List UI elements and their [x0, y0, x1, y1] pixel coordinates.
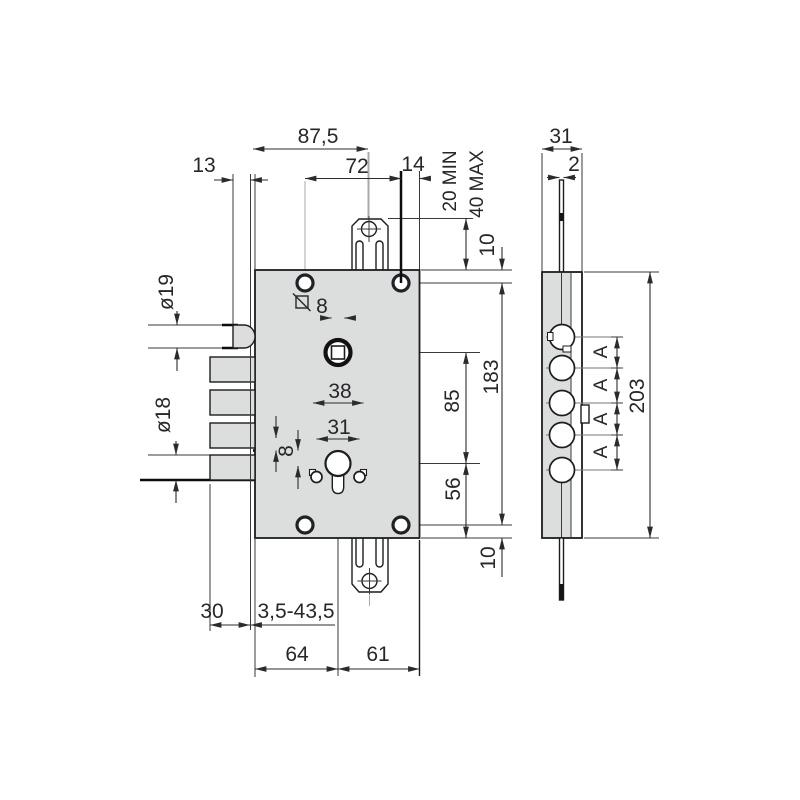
dim-14: 14	[401, 153, 425, 176]
dim-85: 85	[441, 389, 464, 412]
dim-87-5: 87,5	[298, 125, 339, 148]
dim-dia19: ø19	[155, 274, 178, 310]
edge-notch	[580, 404, 590, 424]
screw-hole	[295, 515, 315, 535]
dim-lower-8: 8	[275, 445, 298, 457]
dim-31-depth: 31	[549, 125, 572, 148]
deadbolt-pins	[209, 356, 256, 481]
dim-follower-8: 8	[316, 295, 328, 318]
dim-72: 72	[345, 155, 368, 178]
dim-183: 183	[480, 359, 503, 394]
dim-dia18: ø18	[152, 397, 175, 433]
dim-10-bottom: 10	[477, 546, 500, 569]
dim-10-top: 10	[476, 233, 499, 256]
top-rod	[558, 179, 565, 273]
dim-203: 203	[626, 378, 649, 413]
dim-pitch-a-1: A	[591, 345, 612, 358]
square-section-symbol-icon	[292, 293, 311, 312]
dim-20-min: 20 MIN	[440, 150, 461, 211]
cylinder-keyhole	[308, 449, 368, 495]
dim-56: 56	[442, 477, 465, 500]
dim-pitch-a-4: A	[591, 445, 612, 458]
screw-hole	[391, 515, 411, 535]
latch-bolt	[232, 324, 256, 349]
position-cross-hole-icon	[357, 568, 382, 594]
position-cross-hole-icon	[357, 216, 381, 242]
cylinder-pin-hole	[353, 468, 368, 484]
cylinder-pin-hole	[308, 468, 323, 484]
dim-40-max: 40 MAX	[467, 150, 488, 218]
dim-38: 38	[328, 380, 351, 403]
follower-square-hole	[323, 337, 353, 368]
dim-31: 31	[327, 416, 350, 439]
top-mounting-tab	[351, 216, 389, 272]
side-hole	[548, 421, 576, 449]
dim-13: 13	[192, 154, 215, 177]
side-view	[541, 179, 621, 601]
side-hole	[548, 389, 576, 417]
fixing-screw-holes	[295, 273, 411, 535]
hole-pitch-chain	[611, 336, 623, 471]
screw-hole	[295, 273, 315, 293]
bottom-rod	[558, 537, 565, 601]
dim-range: 3,5-43,5	[257, 600, 334, 623]
dim-pitch-a-2: A	[591, 378, 612, 391]
dim-pitch-a-3: A	[591, 412, 612, 425]
side-holes	[547, 323, 576, 484]
dimension-labels: 13 87,5 72 14 20 MIN 40 MAX 10 ø19 8 38 …	[152, 125, 649, 666]
dim-30: 30	[200, 600, 223, 623]
lock-body	[254, 269, 421, 539]
bottom-mounting-tab	[351, 538, 389, 594]
dim-64: 64	[285, 643, 309, 666]
side-hole	[548, 354, 576, 382]
dim-61: 61	[366, 643, 389, 666]
faceplate-lines	[250, 174, 256, 677]
dim-2: 2	[568, 153, 580, 176]
dimension-lines	[173, 146, 653, 672]
side-hole	[548, 456, 576, 484]
